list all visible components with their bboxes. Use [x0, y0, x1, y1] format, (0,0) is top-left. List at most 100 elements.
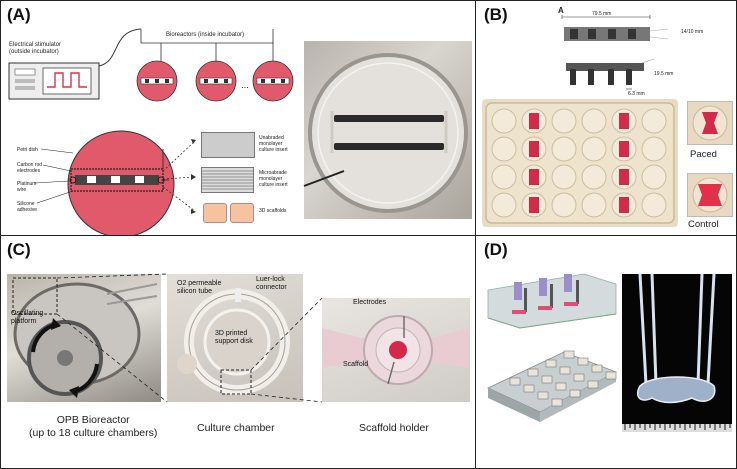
well [641, 192, 667, 218]
well [491, 192, 517, 218]
render-post [605, 371, 617, 380]
sub-a-label: A [558, 6, 564, 15]
well [491, 136, 517, 162]
tissue [619, 113, 629, 129]
render-post [541, 375, 553, 384]
chamber-drawing [177, 288, 290, 395]
dish-3 [252, 60, 294, 102]
dish-1 [136, 60, 178, 102]
well [581, 164, 607, 190]
device-render-bottom [487, 350, 617, 422]
big-petri-dish [67, 130, 175, 235]
well [551, 192, 577, 218]
render-post [545, 359, 557, 368]
render-post [555, 382, 567, 391]
paced-label: Paced [690, 149, 717, 160]
well [581, 108, 607, 134]
tissue [619, 169, 629, 185]
ellipsis: ... [241, 80, 249, 91]
render-post [587, 380, 599, 389]
petri-dish-photo [303, 41, 472, 219]
tissue [619, 141, 629, 157]
well [641, 136, 667, 162]
paced-photo [687, 101, 733, 145]
tissue [619, 197, 629, 213]
dim3: 19.5 mm [654, 71, 674, 77]
panel-a: (A) Electrical stimulator (outside incub… [0, 0, 476, 236]
scaffold-2 [230, 203, 254, 223]
insert1-label: Unabraded monolayer culture insert [259, 135, 288, 153]
render-post [551, 398, 563, 407]
label-arrows [34, 148, 74, 204]
tissue [529, 169, 539, 185]
tissue [529, 197, 539, 213]
render-post [509, 377, 521, 386]
panel-b: (B) A 79.5 mm 14/10 mm 19.5 mm 6.3 mm B … [475, 0, 737, 236]
well [641, 108, 667, 134]
bioreactor-dishes [136, 60, 294, 102]
panel-d: (D) [475, 235, 737, 469]
o2-label: O2 permeable silicon tube [177, 280, 222, 295]
paced-drawing [692, 105, 728, 141]
stimulator-device [8, 62, 100, 100]
dim1: 79.5 mm [592, 11, 612, 17]
well [551, 108, 577, 134]
caption-chamber: Culture chamber [197, 422, 275, 434]
panel-c: (C) Oscillating platform O2 permeable si… [0, 235, 476, 469]
well [551, 164, 577, 190]
support-label: 3D printed support disk [215, 330, 253, 345]
carbon-rod-label: Carbon rod electrodes [17, 162, 43, 174]
tissue [529, 141, 539, 157]
stimulator-label: Electrical stimulator (outside incubator… [9, 42, 62, 55]
panel-c-label: (C) [7, 240, 31, 259]
culture-chamber-photo [167, 274, 303, 402]
oscillating-label: Oscillating platform [11, 310, 44, 325]
tissue-drawing [622, 273, 732, 432]
luer-label: Luer-lock connector [256, 276, 287, 291]
well [641, 164, 667, 190]
scaffold-1 [203, 203, 227, 223]
render-post [559, 366, 571, 375]
render-post [569, 389, 581, 398]
bioreactors-label: Bioreactors (inside incubator) [166, 32, 245, 38]
render-post [537, 391, 549, 400]
electrode-assembly [561, 15, 669, 90]
panel-a-label: (A) [7, 5, 31, 24]
dim2: 14/10 mm [681, 29, 704, 35]
scaffold-holder-photo [322, 298, 470, 402]
silicone-label: Silicone adhesive [17, 201, 38, 213]
cable [98, 28, 274, 67]
insert-unabraded [201, 132, 255, 158]
tissue-photo [622, 273, 732, 432]
render-post [523, 384, 535, 393]
well [581, 136, 607, 162]
render-post [577, 357, 589, 366]
control-photo [687, 173, 733, 217]
panel-d-label: (D) [484, 240, 508, 259]
caption-holder: Scaffold holder [359, 422, 429, 434]
scaffold-label: Scaffold [343, 361, 369, 368]
petri-dish-label: Petri dish [17, 147, 38, 153]
platinum-label: Platinum wire [17, 181, 37, 193]
well [491, 164, 517, 190]
well-plate-drawing [485, 102, 675, 224]
well [551, 136, 577, 162]
control-drawing [692, 177, 728, 213]
dish-2 [195, 60, 237, 102]
well-plate-photo [482, 99, 678, 227]
insert2-label: Microabrade monolayer culture insert [259, 170, 288, 188]
opb-bioreactor-photo [7, 274, 161, 402]
control-label: Control [688, 219, 719, 230]
render-post [573, 373, 585, 382]
tissue [529, 113, 539, 129]
device-render-top [487, 273, 617, 329]
dish-photo-drawing [303, 53, 468, 213]
insert3-label: 3D scaffolds [259, 208, 287, 214]
opb-drawing [12, 277, 158, 398]
well [581, 192, 607, 218]
well [491, 108, 517, 134]
zoom-lines [56, 273, 323, 403]
panel-b-label: (B) [484, 5, 508, 24]
insert-microabraded [201, 167, 254, 193]
caption-opb: OPB Bioreactor (up to 18 culture chamber… [29, 414, 158, 439]
